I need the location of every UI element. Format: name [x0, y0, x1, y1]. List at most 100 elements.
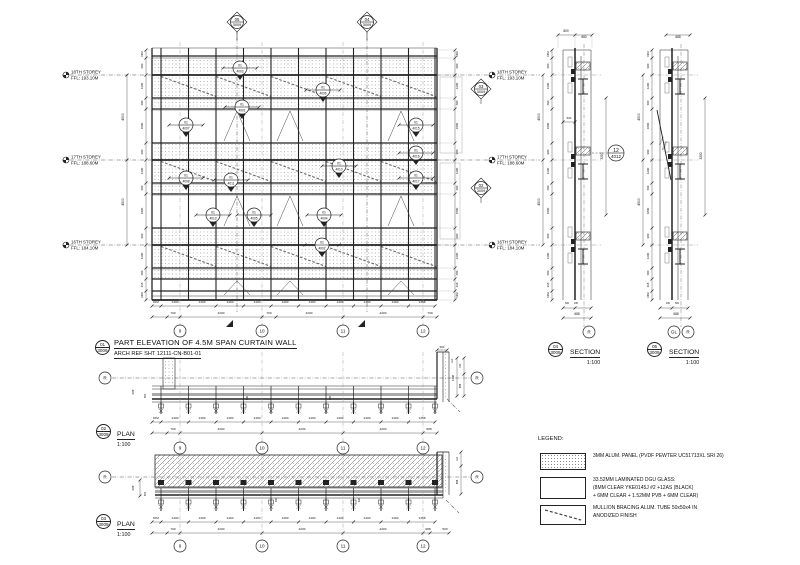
cad-line — [455, 356, 459, 360]
legend-item-brace: MULLION BRACING ALUM. TUBE 50x50x4 IN AN… — [540, 505, 697, 525]
chain-dim: 600 — [455, 100, 459, 105]
dim-text: 500 — [329, 395, 332, 400]
grid-bubble-label: 9 — [179, 329, 182, 334]
storey-name: 17TH STOREY — [71, 155, 101, 160]
chain-dim: 318 — [646, 282, 650, 287]
overall-dim: 4500 — [637, 198, 641, 206]
stub-bracket — [240, 403, 247, 409]
cad-line — [241, 304, 246, 308]
grid-bubble-row — [98, 371, 112, 385]
section-right-marker: 05 3009 — [647, 342, 662, 357]
chain-dim: 4200 — [380, 311, 387, 315]
callout-number: 01 — [229, 175, 233, 179]
callout-number: 01 — [337, 161, 341, 165]
callout-sheet: 4011 — [228, 182, 235, 186]
cad-line — [159, 420, 163, 424]
grid-bubble-row — [582, 325, 596, 339]
stub-bracket — [213, 403, 219, 409]
cad-line — [397, 123, 401, 127]
callout-arrow — [209, 222, 217, 227]
level-symbol-fill — [63, 245, 66, 248]
chain-dim: 1400 — [337, 516, 344, 520]
chain-dim: 600 — [140, 100, 144, 105]
return-wall — [162, 357, 176, 390]
vent-triangle — [387, 195, 415, 227]
cad-line — [214, 420, 218, 424]
overall-dim: 4500 — [537, 198, 541, 206]
callout-arrow — [238, 114, 246, 119]
mullion-brace-line — [160, 75, 217, 98]
cad-line — [462, 394, 466, 398]
section-label: SECTION — [570, 349, 601, 358]
overall-dim: 4500 — [637, 113, 641, 121]
marker-number: 02 — [100, 425, 107, 431]
cad-line — [167, 123, 171, 127]
grid-bubble-label: 10 — [259, 329, 265, 334]
cad-line — [223, 105, 227, 109]
overall-dim: 4500 — [537, 113, 541, 121]
grid-bubble-label: 11 — [341, 329, 346, 334]
chain-dim: 1400 — [172, 516, 179, 520]
cad-line — [228, 213, 232, 217]
chain-dim: 1200 — [140, 252, 144, 259]
cad-line — [214, 304, 218, 308]
mullion-brace-section — [656, 109, 672, 181]
vent-triangle — [276, 110, 304, 142]
plan-top-title: PLAN 1:100 — [117, 423, 135, 448]
grid-bubble-label: R — [475, 475, 479, 480]
cad-line — [212, 178, 216, 182]
marker-sheet: 3009 — [97, 431, 110, 437]
cad-line — [341, 315, 345, 319]
cad-line — [406, 408, 411, 414]
dim-text: MULLION — [659, 136, 665, 145]
cad-line — [650, 277, 654, 281]
panel-edge — [664, 56, 670, 68]
dim-text: 500 — [565, 302, 570, 305]
stub-bracket — [323, 499, 329, 505]
cad-line — [688, 33, 692, 37]
bubble-number: 03 — [479, 84, 484, 89]
section-right-title: SECTION 1:100 — [669, 341, 700, 366]
bubble-number: 05 — [235, 17, 240, 22]
cad-line — [125, 158, 129, 162]
stub-bracket — [378, 403, 384, 409]
slab-section — [575, 61, 591, 71]
storey-name: 16TH STOREY — [497, 240, 527, 245]
diagonal-grid — [446, 398, 461, 413]
cad-line — [650, 192, 654, 196]
cad-line — [354, 164, 358, 168]
bubble-number: 04 — [365, 17, 370, 22]
storey-name: 16TH STOREY — [71, 240, 101, 245]
cad-line — [221, 66, 225, 70]
cad-line — [338, 88, 342, 92]
bracket-fitting — [668, 69, 672, 74]
cad-line — [194, 213, 198, 217]
chain-dim: 1400 — [199, 416, 206, 420]
overall-dim: 4500 — [121, 198, 125, 206]
grid-bubble — [416, 324, 430, 338]
chain-dim: 1200 — [140, 167, 144, 174]
cad-line — [186, 304, 191, 308]
cad-line — [664, 33, 668, 37]
chain-dim: 1400 — [254, 516, 261, 520]
chain-dim: 1400 — [282, 516, 289, 520]
cad-line — [550, 48, 554, 52]
storey-name: 18TH STOREY — [497, 70, 527, 75]
cad-line — [323, 408, 329, 414]
cad-line — [186, 520, 191, 524]
slab-section — [672, 231, 688, 241]
cad-line — [150, 315, 154, 319]
cad-line — [213, 408, 219, 414]
cad-line — [650, 266, 654, 270]
elevation-title: PART ELEVATION OF 4.5M SPAN CURTAIN WALL — [114, 338, 297, 349]
chain-dim: 1800 — [546, 207, 550, 214]
callout-sheet: 4013 — [209, 217, 216, 221]
grid-bubble-row — [98, 470, 112, 484]
callout-number: 01 — [252, 210, 256, 214]
cad-line — [421, 315, 425, 319]
grid-bubble-label: GL — [671, 330, 678, 335]
cad-line — [320, 164, 324, 168]
alum-panel-band — [152, 58, 437, 75]
cad-line — [138, 494, 142, 498]
callout-sheet: 4016 — [412, 155, 419, 159]
